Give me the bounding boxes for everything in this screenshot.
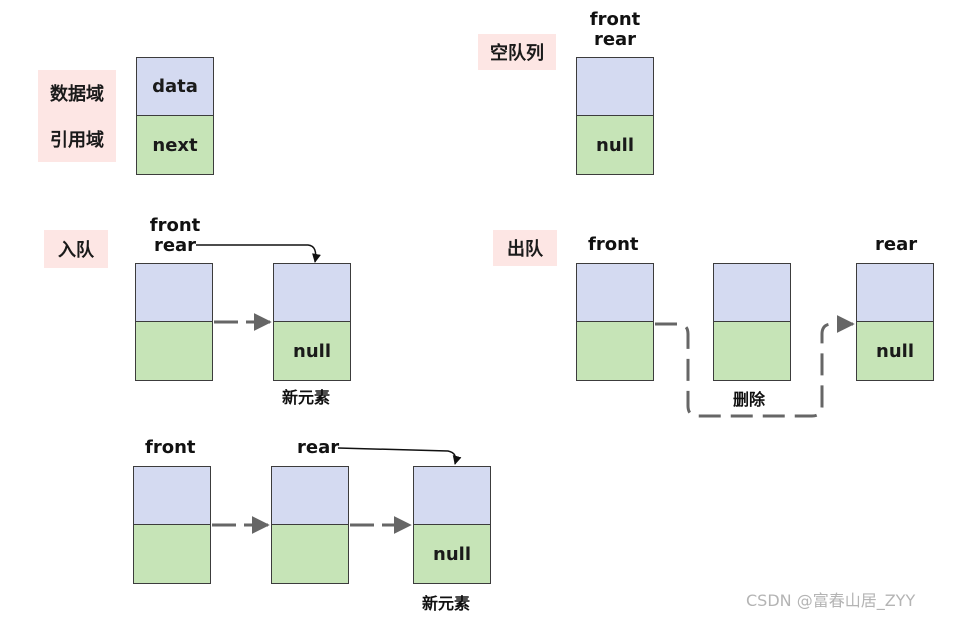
dequeue-delete-caption: 删除 <box>733 390 766 409</box>
empty-front-text: front <box>589 9 641 30</box>
dequeue-node-3-data <box>856 263 934 322</box>
enqueue-new-element-caption: 新元素 <box>282 388 331 407</box>
enqueue2-rear-pointer-arrow <box>337 447 462 465</box>
enqueue-node-1 <box>135 263 213 381</box>
enqueue-node-2-data <box>273 263 351 322</box>
enqueue2-node-1-data <box>133 466 211 525</box>
enqueue-front-rear-label: front rear <box>140 216 210 256</box>
enqueue2-node-2 <box>271 466 349 584</box>
empty-next-cell: null <box>576 116 654 175</box>
dequeue-node-3: null <box>856 263 934 381</box>
enqueue2-rear-label: rear <box>297 437 340 458</box>
dequeue-rear-label: rear <box>875 234 918 255</box>
enqueue2-new-element-caption: 新元素 <box>422 594 471 613</box>
dequeue-node-1 <box>576 263 654 381</box>
dequeue-bypass-arrow <box>655 315 855 418</box>
dequeue-node-1-data <box>576 263 654 322</box>
empty-queue-tag: 空队列 <box>478 34 556 70</box>
enqueue2-node-3: null <box>413 466 491 584</box>
dequeue-node-3-next: null <box>856 322 934 381</box>
legend-next-cell: next <box>136 116 214 175</box>
enqueue2-node-2-data <box>271 466 349 525</box>
empty-rear-text: rear <box>593 29 637 50</box>
enqueue2-node-1-next <box>133 525 211 584</box>
enqueue-node-2-next: null <box>273 322 351 381</box>
empty-data-cell <box>576 57 654 116</box>
legend-data-field-label: 数据域 <box>50 84 104 105</box>
enqueue-node-1-data <box>135 263 213 322</box>
empty-front-label: front rear <box>576 10 654 50</box>
dequeue-node-2-data <box>713 263 791 322</box>
legend-next-field-label: 引用域 <box>50 130 104 151</box>
enqueue-rear-pointer-arrow <box>196 244 321 263</box>
legend-data-cell: data <box>136 57 214 116</box>
enqueue2-front-label: front <box>145 437 196 458</box>
enqueue-node-2: null <box>273 263 351 381</box>
enqueue-rear-text: rear <box>153 235 197 256</box>
enqueue2-node-2-next <box>271 525 349 584</box>
enqueue2-node-1 <box>133 466 211 584</box>
dequeue-tag: 出队 <box>493 230 557 266</box>
empty-node: null <box>576 57 654 175</box>
dequeue-node-2-next <box>713 322 791 381</box>
legend-tag: 数据域 引用域 <box>38 70 116 162</box>
watermark: CSDN @富春山居_ZYY <box>746 591 916 610</box>
dequeue-front-label: front <box>588 234 639 255</box>
dequeue-node-2-deleted <box>713 263 791 381</box>
dequeue-node-1-next <box>576 322 654 381</box>
enqueue-front-text: front <box>149 215 201 236</box>
enqueue-node-1-next <box>135 322 213 381</box>
legend-node: data next <box>136 57 214 175</box>
enqueue2-node-3-next: null <box>413 525 491 584</box>
enqueue-tag: 入队 <box>44 230 108 268</box>
enqueue2-node-3-data <box>413 466 491 525</box>
